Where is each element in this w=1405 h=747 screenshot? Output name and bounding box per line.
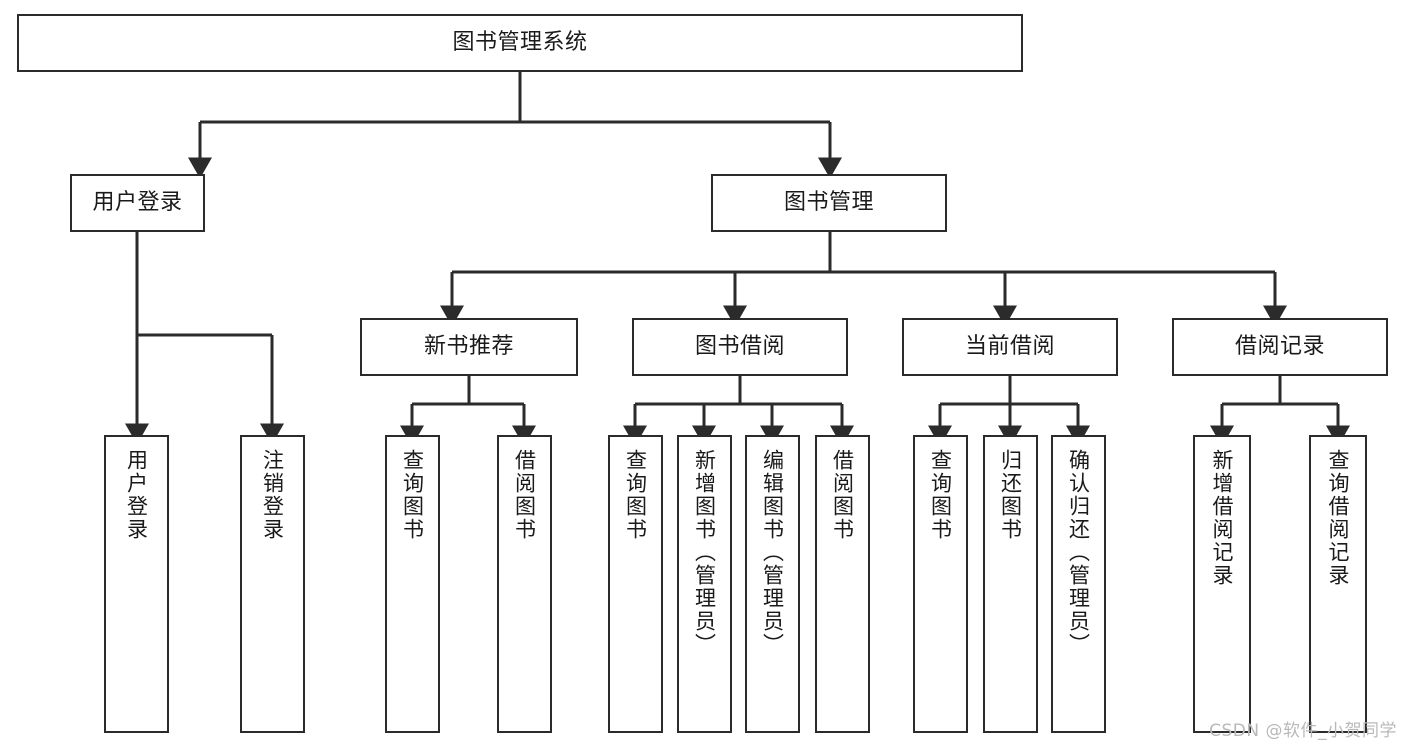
leaf-label: 借阅图书 [512, 449, 537, 541]
node-current-borrow[interactable]: 当前借阅 [902, 318, 1118, 376]
leaf-label: 借阅图书 [830, 449, 855, 541]
node-label: 用户登录 [92, 189, 183, 215]
leaf-add-book-admin[interactable]: 新增图书（管理员） [677, 435, 732, 733]
node-user-login[interactable]: 用户登录 [70, 174, 205, 232]
node-borrow-record[interactable]: 借阅记录 [1172, 318, 1388, 376]
node-label: 图书借阅 [694, 333, 785, 359]
node-book-borrow[interactable]: 图书借阅 [632, 318, 848, 376]
node-new-book-recommend[interactable]: 新书推荐 [360, 318, 578, 376]
leaf-label: 查询图书 [928, 449, 953, 541]
leaf-add-borrow-record[interactable]: 新增借阅记录 [1193, 435, 1251, 733]
leaf-return-book[interactable]: 归还图书 [983, 435, 1038, 733]
node-label: 借阅记录 [1234, 333, 1325, 359]
node-label: 新书推荐 [423, 333, 514, 359]
csdn-watermark: CSDN @软件_小贺同学 [1209, 721, 1397, 741]
leaf-user-login[interactable]: 用户登录 [104, 435, 169, 733]
leaf-query-borrow-record[interactable]: 查询借阅记录 [1309, 435, 1367, 733]
node-label: 图书管理 [783, 189, 874, 215]
node-label: 当前借阅 [964, 333, 1055, 359]
leaf-label: 编辑图书（管理员） [760, 449, 785, 656]
leaf-label: 新增借阅记录 [1210, 449, 1235, 587]
leaf-borrow-book[interactable]: 借阅图书 [815, 435, 870, 733]
leaf-label: 注销登录 [260, 449, 285, 541]
leaf-query-book-recommend[interactable]: 查询图书 [385, 435, 440, 733]
leaf-label: 确认归还（管理员） [1066, 449, 1091, 656]
node-root-system[interactable]: 图书管理系统 [17, 14, 1023, 72]
leaf-label: 新增图书（管理员） [692, 449, 717, 656]
leaf-label: 查询图书 [623, 449, 648, 541]
leaf-confirm-return-admin[interactable]: 确认归还（管理员） [1051, 435, 1106, 733]
leaf-label: 归还图书 [998, 449, 1023, 541]
leaf-label: 用户登录 [124, 449, 149, 541]
leaf-query-book-borrow[interactable]: 查询图书 [608, 435, 663, 733]
node-label: 图书管理系统 [452, 29, 588, 55]
leaf-query-book-current[interactable]: 查询图书 [913, 435, 968, 733]
leaf-label: 查询借阅记录 [1326, 449, 1351, 587]
leaf-user-logout[interactable]: 注销登录 [240, 435, 305, 733]
leaf-borrow-book-recommend[interactable]: 借阅图书 [497, 435, 552, 733]
leaf-edit-book-admin[interactable]: 编辑图书（管理员） [745, 435, 800, 733]
leaf-label: 查询图书 [400, 449, 425, 541]
node-book-management[interactable]: 图书管理 [711, 174, 947, 232]
